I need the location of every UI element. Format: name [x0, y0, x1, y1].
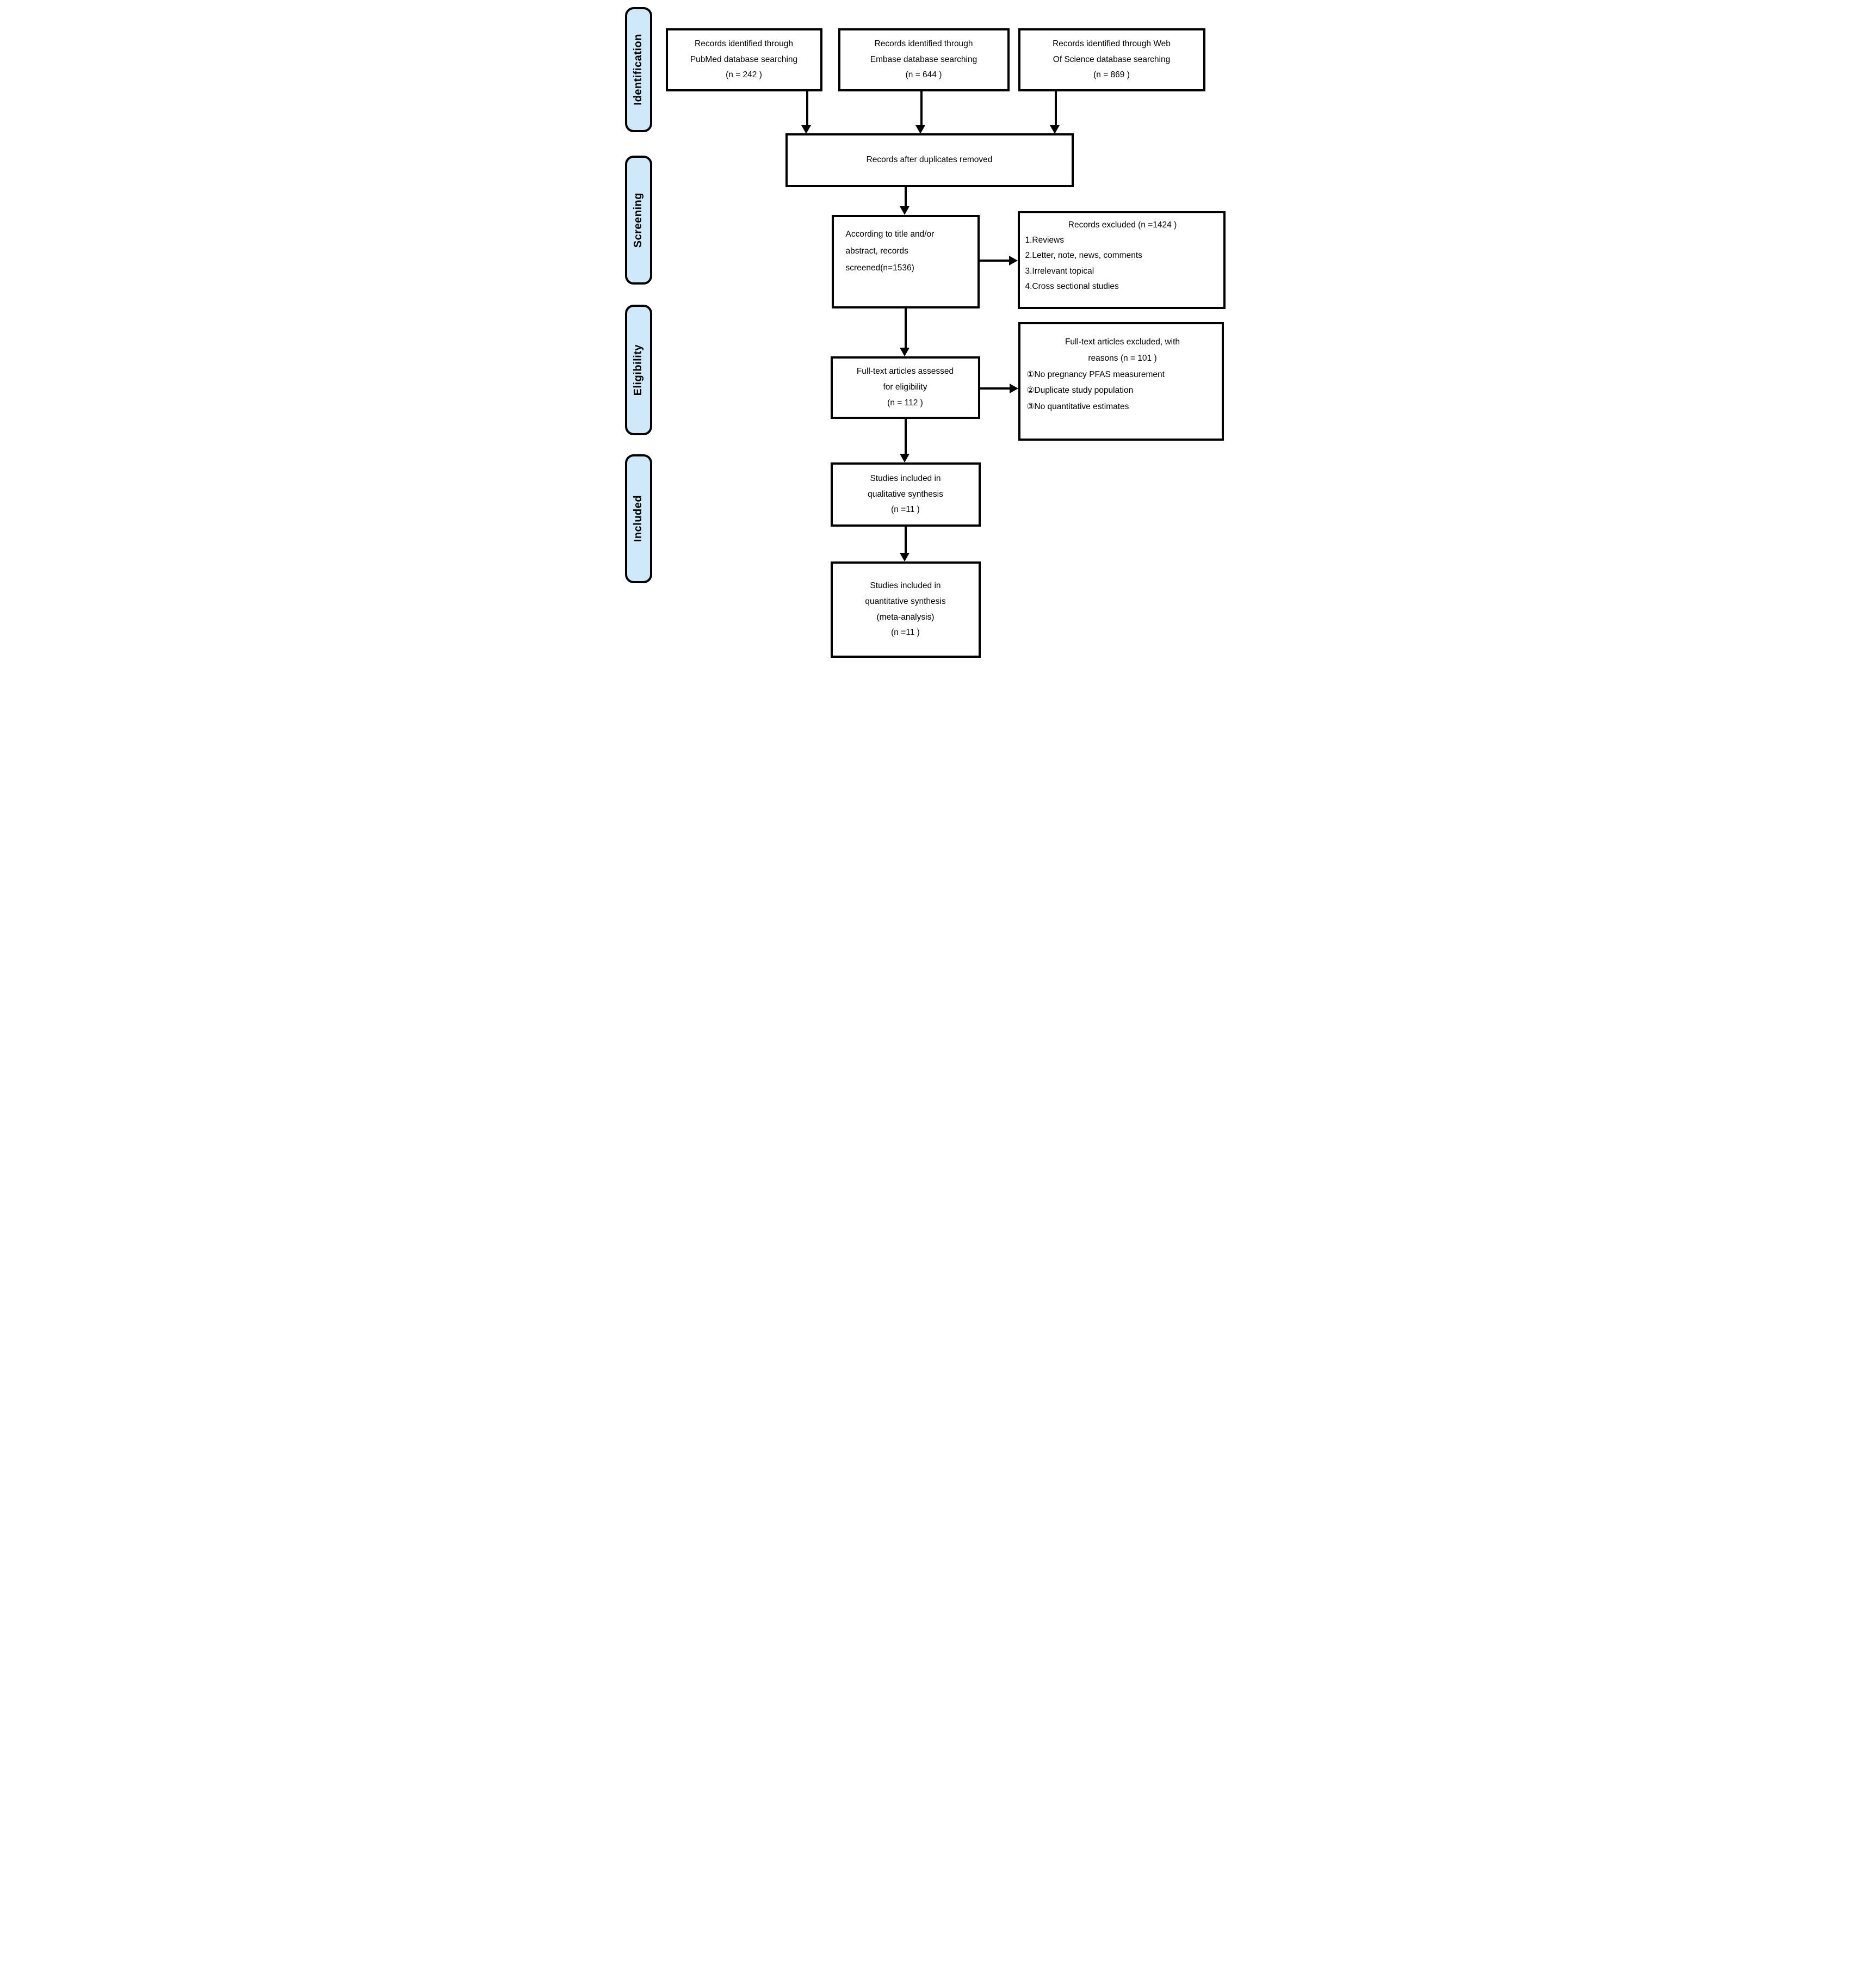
records-excluded-item: 3.Irrelevant topical [1025, 266, 1094, 276]
arrow-assessed-to-qualitative [904, 419, 907, 455]
arrowhead-down-icon [899, 454, 909, 462]
box-records-screened: According to title and/or abstract, reco… [831, 215, 980, 308]
box-fulltext-excluded: Full-text articles excluded, with reason… [1018, 322, 1224, 441]
box-records-excluded: Records excluded (n =1424 ) 1.Reviews 2.… [1017, 211, 1226, 309]
stage-label-screening: Screening [632, 192, 644, 248]
prisma-flow-diagram: Identification Screening Eligibility Inc… [616, 0, 1234, 663]
records-excluded-item: 1.Reviews [1025, 236, 1065, 245]
box-records-embase-text: Records identified through Embase databa… [870, 39, 977, 80]
records-excluded-item: 4.Cross sectional studies [1025, 281, 1119, 291]
box-quantitative-synthesis-text: Studies included in quantitative synthes… [865, 581, 946, 638]
stage-tab-eligibility: Eligibility [624, 305, 652, 435]
stage-tab-identification: Identification [624, 7, 652, 132]
arrow-wos-to-duplicates [1054, 91, 1057, 126]
fulltext-excluded-list: ①No pregnancy PFAS measurement ②Duplicat… [1027, 367, 1218, 415]
arrow-screened-to-assessed [904, 308, 907, 349]
stage-label-included: Included [632, 495, 644, 542]
fulltext-excluded-item: ②Duplicate study population [1026, 386, 1134, 396]
box-records-web-of-science: Records identified through Web Of Scienc… [1018, 28, 1205, 91]
box-records-pubmed-text: Records identified through PubMed databa… [690, 39, 798, 80]
box-fulltext-assessed: Full-text articles assessed for eligibil… [830, 356, 980, 419]
box-fulltext-assessed-text: Full-text articles assessed for eligibil… [856, 367, 954, 408]
arrowhead-down-icon [899, 553, 909, 561]
stage-label-identification: Identification [632, 34, 644, 106]
arrowhead-down-icon [801, 125, 811, 134]
box-records-web-of-science-text: Records identified through Web Of Scienc… [1053, 39, 1171, 80]
records-excluded-item: 2.Letter, note, news, comments [1025, 251, 1142, 261]
stage-tab-included: Included [624, 454, 652, 583]
box-duplicates-removed-text: Records after duplicates removed [866, 155, 993, 165]
box-quantitative-synthesis: Studies included in quantitative synthes… [830, 561, 981, 658]
box-records-embase: Records identified through Embase databa… [838, 28, 1010, 91]
box-records-screened-text: According to title and/or abstract, reco… [845, 230, 935, 273]
arrow-qualitative-to-quantitative [904, 527, 907, 554]
fulltext-excluded-title: Full-text articles excluded, with reason… [1065, 337, 1180, 363]
records-excluded-list: 1.Reviews 2.Letter, note, news, comments… [1025, 233, 1220, 294]
box-qualitative-synthesis-text: Studies included in qualitative synthesi… [868, 473, 943, 515]
fulltext-excluded-item: ③No quantitative estimates [1026, 402, 1129, 411]
arrowhead-down-icon [1049, 125, 1060, 134]
fulltext-excluded-item: ①No pregnancy PFAS measurement [1026, 369, 1165, 379]
arrowhead-down-icon [915, 125, 925, 134]
arrow-screened-to-records-excluded [979, 260, 1011, 262]
arrowhead-right-icon [1009, 384, 1018, 393]
stage-label-eligibility: Eligibility [632, 344, 644, 396]
arrowhead-down-icon [899, 348, 909, 356]
arrow-embase-to-duplicates [920, 91, 923, 126]
box-qualitative-synthesis: Studies included in qualitative synthesi… [830, 462, 981, 527]
arrowhead-down-icon [899, 206, 909, 215]
stage-tab-screening: Screening [624, 156, 652, 285]
box-duplicates-removed: Records after duplicates removed [785, 133, 1074, 187]
arrow-pubmed-to-duplicates [806, 91, 808, 126]
arrowhead-right-icon [1008, 256, 1018, 266]
records-excluded-title: Records excluded (n =1424 ) [1068, 220, 1177, 230]
box-records-pubmed: Records identified through PubMed databa… [665, 28, 822, 91]
arrow-duplicates-to-screened [904, 187, 907, 207]
arrow-assessed-to-fulltext-excluded [980, 387, 1011, 390]
